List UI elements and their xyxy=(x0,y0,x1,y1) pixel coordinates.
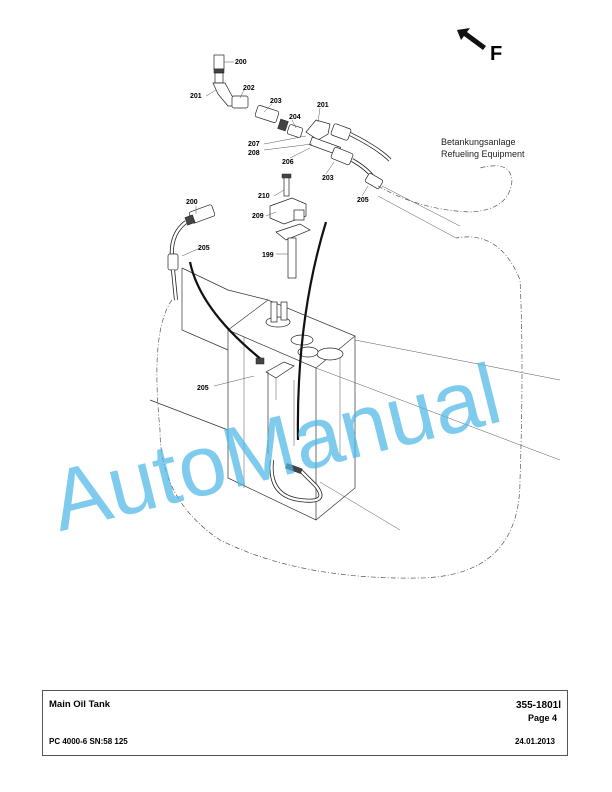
title-block: Main Oil Tank 355-1801l Page 4 PC 4000-6… xyxy=(42,690,568,756)
leader-lines xyxy=(181,61,369,387)
parts-drawing: F xyxy=(41,28,561,579)
main-oil-tank xyxy=(149,267,561,531)
callout-203: 203 xyxy=(322,175,334,182)
callout-201: 201 xyxy=(190,93,202,100)
callout-209: 209 xyxy=(252,213,264,220)
callout-204: 204 xyxy=(289,114,301,121)
direction-letter: F xyxy=(490,43,502,65)
callout-207: 207 xyxy=(248,141,260,148)
callout-203: 203 xyxy=(270,98,282,105)
callout-208: 208 xyxy=(248,150,260,157)
document-number: 355-1801l xyxy=(515,700,561,711)
fitting-assembly-top xyxy=(212,54,461,239)
fitting-assembly-left xyxy=(167,204,216,301)
document-date: 24.01.2013 xyxy=(514,737,555,746)
callout-201: 201 xyxy=(317,102,329,109)
callout-210: 210 xyxy=(258,193,270,200)
callout-202: 202 xyxy=(243,85,255,92)
clamp-assembly xyxy=(269,173,311,279)
page-title: Main Oil Tank xyxy=(49,699,111,710)
callout-205: 205 xyxy=(197,385,209,392)
callout-205: 205 xyxy=(198,245,210,252)
callout-199: 199 xyxy=(262,252,274,259)
equipment-label-en: Refueling Equipment xyxy=(441,149,525,159)
direction-arrow-icon: F xyxy=(457,28,502,65)
callout-200: 200 xyxy=(186,199,198,206)
callout-200: 200 xyxy=(235,59,247,66)
callout-205: 205 xyxy=(357,197,369,204)
refueling-line xyxy=(156,165,523,579)
equipment-label-de: Betankungsanlage xyxy=(441,137,516,147)
callout-labels: 200 201 202 203 201 204 207 208 206 203 … xyxy=(186,59,369,392)
callout-206: 206 xyxy=(282,159,294,166)
machine-model: PC 4000-6 SN:58 125 xyxy=(49,737,128,746)
level-probes xyxy=(188,221,328,454)
page-number: Page 4 xyxy=(527,713,557,723)
